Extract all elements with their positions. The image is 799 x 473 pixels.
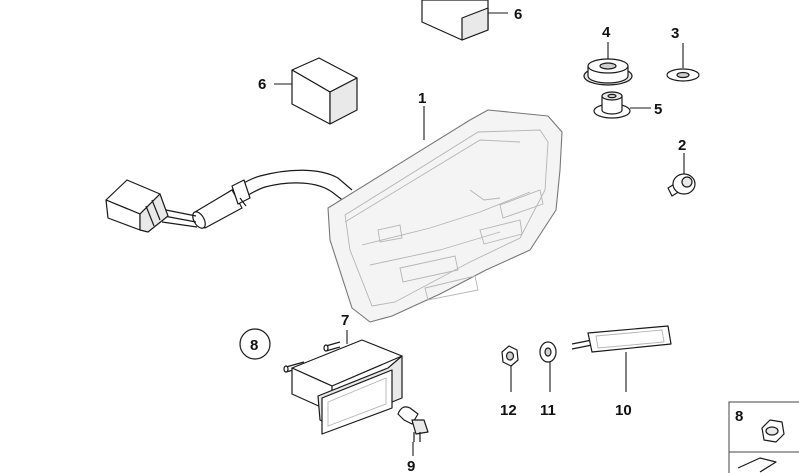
part-1-tail-light [105, 106, 563, 323]
callout-2: 2 [678, 137, 686, 154]
part-8-circle [239, 328, 271, 360]
part-2-screw [667, 153, 696, 197]
callout-11: 11 [540, 402, 556, 419]
callout-10: 10 [615, 402, 632, 419]
callout-5: 5 [654, 101, 662, 118]
part-11-washer [539, 341, 557, 392]
callout-1: 1 [418, 90, 426, 107]
part-6-grommet [274, 57, 358, 125]
part-9-bulb [397, 406, 429, 456]
part-7-lamp-holder [283, 330, 403, 435]
reference-box-nut [728, 401, 799, 473]
callout-9: 9 [407, 458, 415, 473]
callout-4: 4 [602, 24, 611, 41]
callout-8-reference: 8 [735, 408, 743, 425]
callout-12: 12 [500, 402, 517, 419]
part-6-top-grommet [421, 0, 508, 41]
part-12-nut [501, 345, 519, 392]
part-4-rubber-grommet [583, 42, 633, 86]
callout-3: 3 [671, 25, 679, 42]
callout-6-left: 6 [258, 76, 266, 93]
callout-6-top: 6 [514, 6, 522, 23]
part-5-bushing [593, 91, 651, 119]
callout-8: 8 [250, 337, 258, 354]
callout-7: 7 [341, 312, 349, 329]
part-10-licence-plate-lamp [571, 325, 672, 392]
part-3-washer [666, 43, 700, 82]
